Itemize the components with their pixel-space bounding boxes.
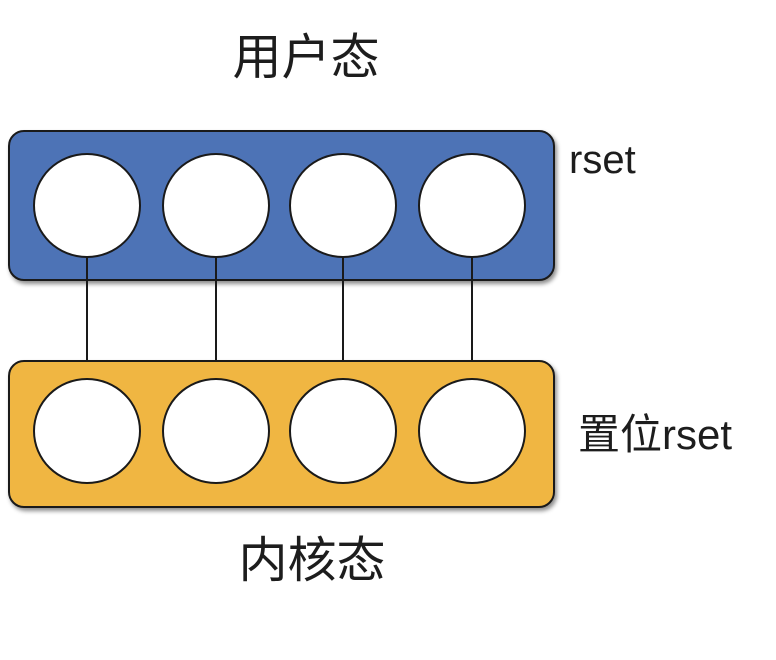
rset-slot-circle	[418, 378, 526, 484]
rset-slot-circle	[289, 153, 397, 258]
set-rset-label: 置位rset	[578, 411, 733, 458]
rset-slot-circle	[418, 153, 526, 258]
rset-label: rset	[569, 138, 636, 182]
rset-slot-circle	[33, 378, 141, 484]
user-mode-label: 用户态	[232, 31, 380, 85]
rset-slot-circle	[162, 153, 270, 258]
kernel-rset-box	[8, 360, 555, 508]
rset-slot-circle	[289, 378, 397, 484]
user-rset-box	[8, 130, 555, 281]
rset-slot-circle	[162, 378, 270, 484]
kernel-mode-label: 内核态	[238, 534, 386, 588]
rset-slot-circle	[33, 153, 141, 258]
